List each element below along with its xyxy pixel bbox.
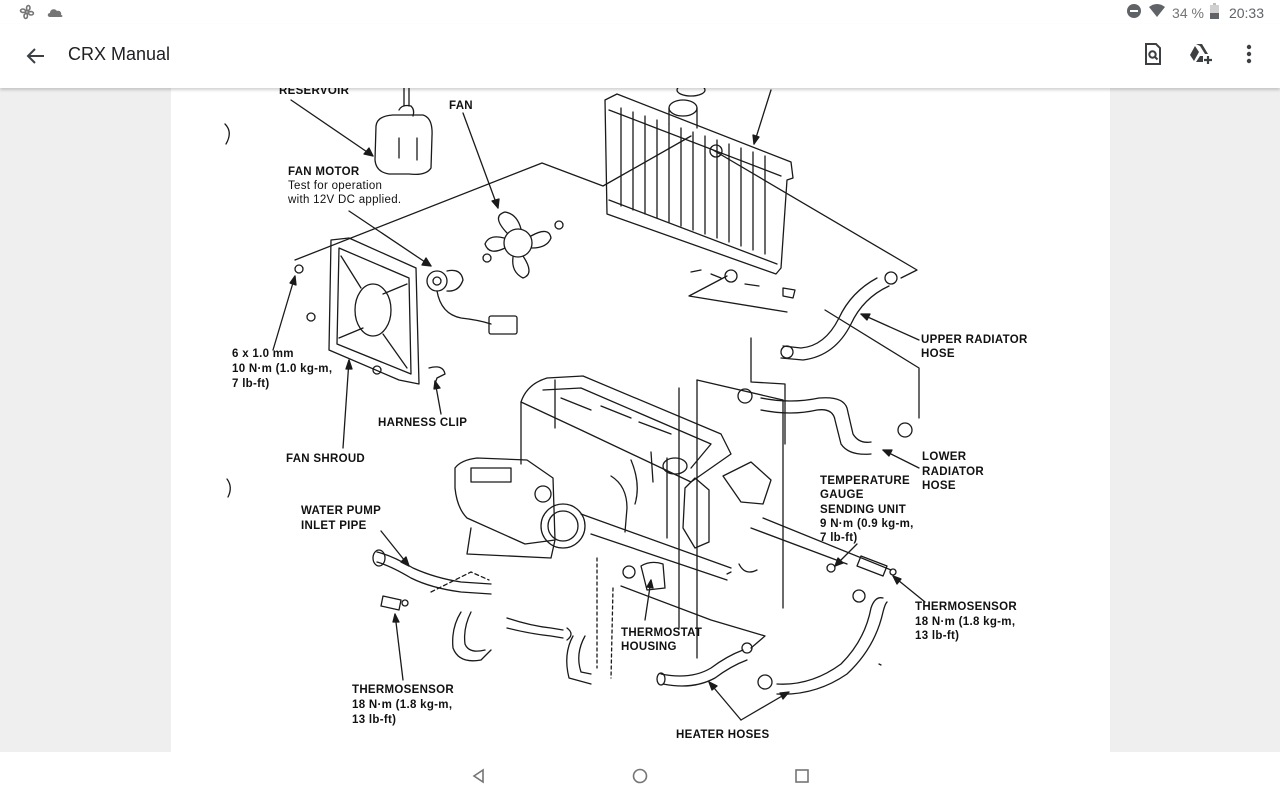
label-fan-motor-note-1: Test for operation: [288, 180, 383, 192]
label-harness-clip: HARNESS CLIP: [378, 417, 468, 429]
label-thermosensor-left-3: 13 lb-ft): [352, 714, 397, 726]
label-bolt-torque: 10 N·m (1.0 kg-m,: [232, 363, 333, 375]
label-temp-gauge-1: TEMPERATURE: [820, 475, 910, 487]
label-thermosensor-right-3: 13 lb-ft): [915, 630, 960, 642]
fan-arrow: [462, 112, 499, 209]
nav-back-triangle-icon: [469, 768, 489, 790]
label-lower-radiator-hose-3: HOSE: [922, 480, 956, 492]
label-temp-gauge-3: SENDING UNIT: [820, 504, 907, 516]
fan-part: [482, 211, 564, 279]
label-thermostat-housing-1: THERMOSTAT: [621, 627, 703, 639]
document-title: CRX Manual: [68, 44, 171, 64]
reservoir-part: [374, 88, 433, 176]
label-fan: FAN: [449, 100, 473, 112]
label-temp-gauge-2: GAUGE: [820, 489, 864, 501]
fan-icon: [18, 3, 36, 26]
label-thermosensor-left-1: THERMOSENSOR: [352, 684, 454, 696]
label-bolt-torque-lbft: 7 lb-ft): [232, 378, 270, 390]
nav-recents-button[interactable]: [792, 766, 812, 786]
label-bolt-size: 6 x 1.0 mm: [232, 348, 294, 360]
radiator-part: [604, 88, 796, 299]
heater-hoses-part: [656, 589, 888, 695]
app-bar: CRX Manual: [0, 24, 1280, 88]
thermosensor-right-part: [856, 555, 897, 577]
lower-radiator-hose-part: [737, 388, 913, 455]
fan-shroud-arrow: [342, 359, 350, 449]
label-lower-radiator-hose-2: RADIATOR: [922, 466, 985, 478]
label-thermostat-housing-2: HOUSING: [621, 641, 677, 653]
engine-part: [454, 375, 772, 581]
wifi-icon: [1148, 3, 1166, 22]
thermosensor-left-arrow: [394, 613, 404, 681]
thermosensor-left-part: [380, 595, 409, 611]
system-navigation-bar: [0, 752, 1280, 800]
drive-add-icon: [1189, 43, 1213, 70]
label-upper-radiator-hose-2: HOSE: [921, 348, 955, 360]
find-in-document-button[interactable]: [1140, 42, 1166, 70]
nav-recents-square-icon: [792, 769, 812, 790]
more-vert-icon: [1246, 44, 1252, 69]
label-fan-motor-note-2: with 12V DC applied.: [288, 194, 402, 206]
label-thermosensor-left-2: 18 N·m (1.8 kg-m,: [352, 699, 453, 711]
upper-radiator-hose-part: [780, 271, 898, 361]
battery-icon: [1209, 3, 1219, 22]
document-viewer[interactable]: RESERVOIR FAN FAN MOTOR Test for operati…: [0, 88, 1280, 752]
label-thermosensor-right-1: THERMOSENSOR: [915, 601, 1017, 613]
arrow-back-icon: [22, 48, 50, 72]
radiator-arrow: [753, 89, 772, 145]
nav-home-circle-icon: [630, 768, 650, 790]
back-button[interactable]: [22, 44, 50, 68]
nav-home-button[interactable]: [630, 766, 650, 786]
label-reservoir: RESERVOIR: [279, 88, 350, 97]
upper-hose-arrow: [860, 313, 920, 341]
nav-back-button[interactable]: [469, 766, 489, 786]
search-document-icon: [1144, 42, 1162, 70]
reservoir-arrow: [290, 99, 374, 157]
label-temp-gauge-4: 9 N·m (0.9 kg-m,: [820, 518, 914, 530]
label-water-pump-2: INLET PIPE: [301, 520, 367, 532]
label-temp-gauge-5: 7 lb-ft): [820, 532, 858, 544]
label-fan-shroud: FAN SHROUD: [286, 453, 366, 465]
margin-mark: [224, 123, 230, 145]
more-options-button[interactable]: [1236, 42, 1262, 70]
status-bar: 34 % 20:33: [0, 0, 1280, 24]
water-pump-inlet-pipe-part: [372, 549, 492, 595]
do-not-disturb-icon: [1126, 3, 1142, 22]
bolt-arrow: [272, 275, 296, 351]
clock-time: 20:33: [1228, 4, 1264, 21]
margin-mark: [226, 478, 231, 498]
thermostat-housing-part: [596, 557, 758, 679]
label-lower-radiator-hose-1: LOWER: [922, 451, 967, 463]
cloud-icon: [46, 5, 64, 24]
label-heater-hoses: HEATER HOSES: [676, 729, 770, 741]
cooling-system-diagram: [224, 88, 926, 721]
label-thermosensor-right-2: 18 N·m (1.8 kg-m,: [915, 616, 1016, 628]
heater-hose-arrow: [740, 691, 790, 721]
add-to-drive-button[interactable]: [1188, 42, 1214, 70]
fan-motor-part: [426, 269, 518, 335]
fan-motor-arrow: [348, 210, 432, 267]
label-water-pump-1: WATER PUMP: [301, 505, 382, 517]
fan-shroud-part: [294, 237, 446, 385]
label-fan-motor: FAN MOTOR: [288, 166, 360, 178]
battery-percent: 34 %: [1172, 4, 1204, 21]
label-upper-radiator-hose-1: UPPER RADIATOR: [921, 334, 1028, 346]
manual-page[interactable]: RESERVOIR FAN FAN MOTOR Test for operati…: [171, 88, 1110, 752]
